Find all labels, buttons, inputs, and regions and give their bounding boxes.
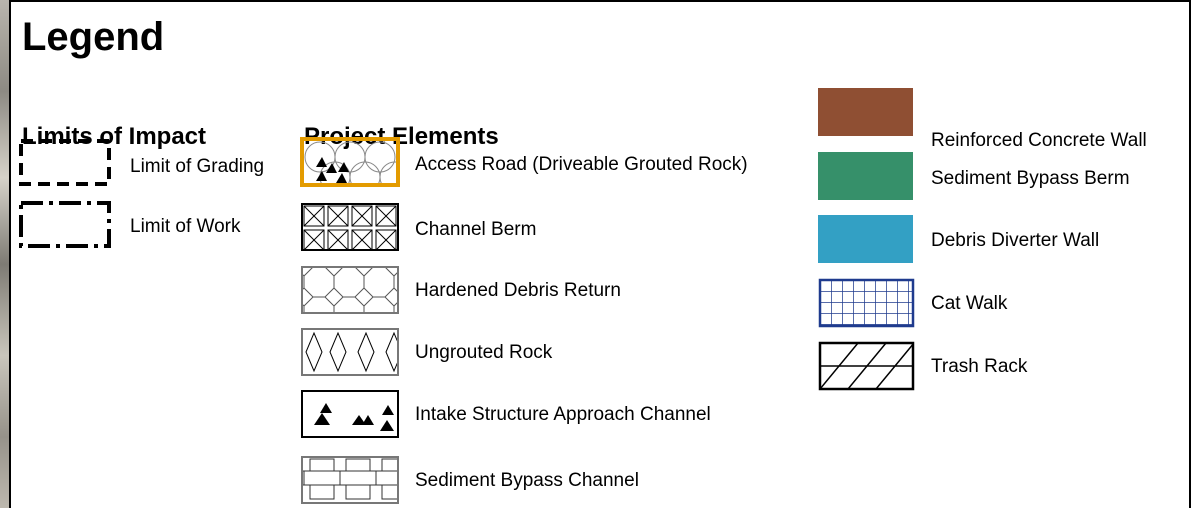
legend-panel xyxy=(9,0,1191,508)
cat-walk-label: Cat Walk xyxy=(931,293,1008,314)
debris-diverter-wall-label: Debris Diverter Wall xyxy=(931,230,1100,251)
blue-fill-swatch xyxy=(818,215,913,263)
brown-fill-swatch xyxy=(818,88,913,136)
map-background-edge xyxy=(0,0,9,508)
crossed-square-pattern-icon xyxy=(301,203,399,251)
diamond-pattern-icon xyxy=(301,328,399,376)
dashed-line-box-icon xyxy=(19,139,111,186)
access-road-label: Access Road (Driveable Grouted Rock) xyxy=(415,154,748,175)
green-fill-swatch xyxy=(818,152,913,200)
octagon-pattern-icon xyxy=(301,266,399,314)
hardened-debris-return-label: Hardened Debris Return xyxy=(415,280,621,301)
diagonal-hatch-pattern-icon xyxy=(818,341,915,391)
limits-of-impact-heading: Limits of Impact xyxy=(22,123,207,150)
project-elements-heading: Project Elements xyxy=(304,123,499,150)
limit-of-work-label: Limit of Work xyxy=(130,216,241,237)
limit-of-grading-label: Limit of Grading xyxy=(130,156,265,177)
trash-rack-label: Trash Rack xyxy=(931,356,1028,377)
circles-triangles-pattern-icon xyxy=(300,137,400,187)
sediment-bypass-berm-label: Sediment Bypass Berm xyxy=(931,168,1130,189)
legend-title: Legend xyxy=(22,15,165,59)
dash-dot-line-box-icon xyxy=(19,201,111,248)
grid-pattern-icon xyxy=(818,278,915,328)
cross-block-pattern-icon xyxy=(301,456,399,504)
ungrouted-rock-label: Ungrouted Rock xyxy=(415,342,553,363)
intake-structure-approach-channel-label: Intake Structure Approach Channel xyxy=(415,404,711,425)
triangles-pattern-icon xyxy=(301,390,399,438)
channel-berm-label: Channel Berm xyxy=(415,219,537,240)
reinforced-concrete-wall-label: Reinforced Concrete Wall xyxy=(931,130,1147,151)
sediment-bypass-channel-label: Sediment Bypass Channel xyxy=(415,470,639,491)
